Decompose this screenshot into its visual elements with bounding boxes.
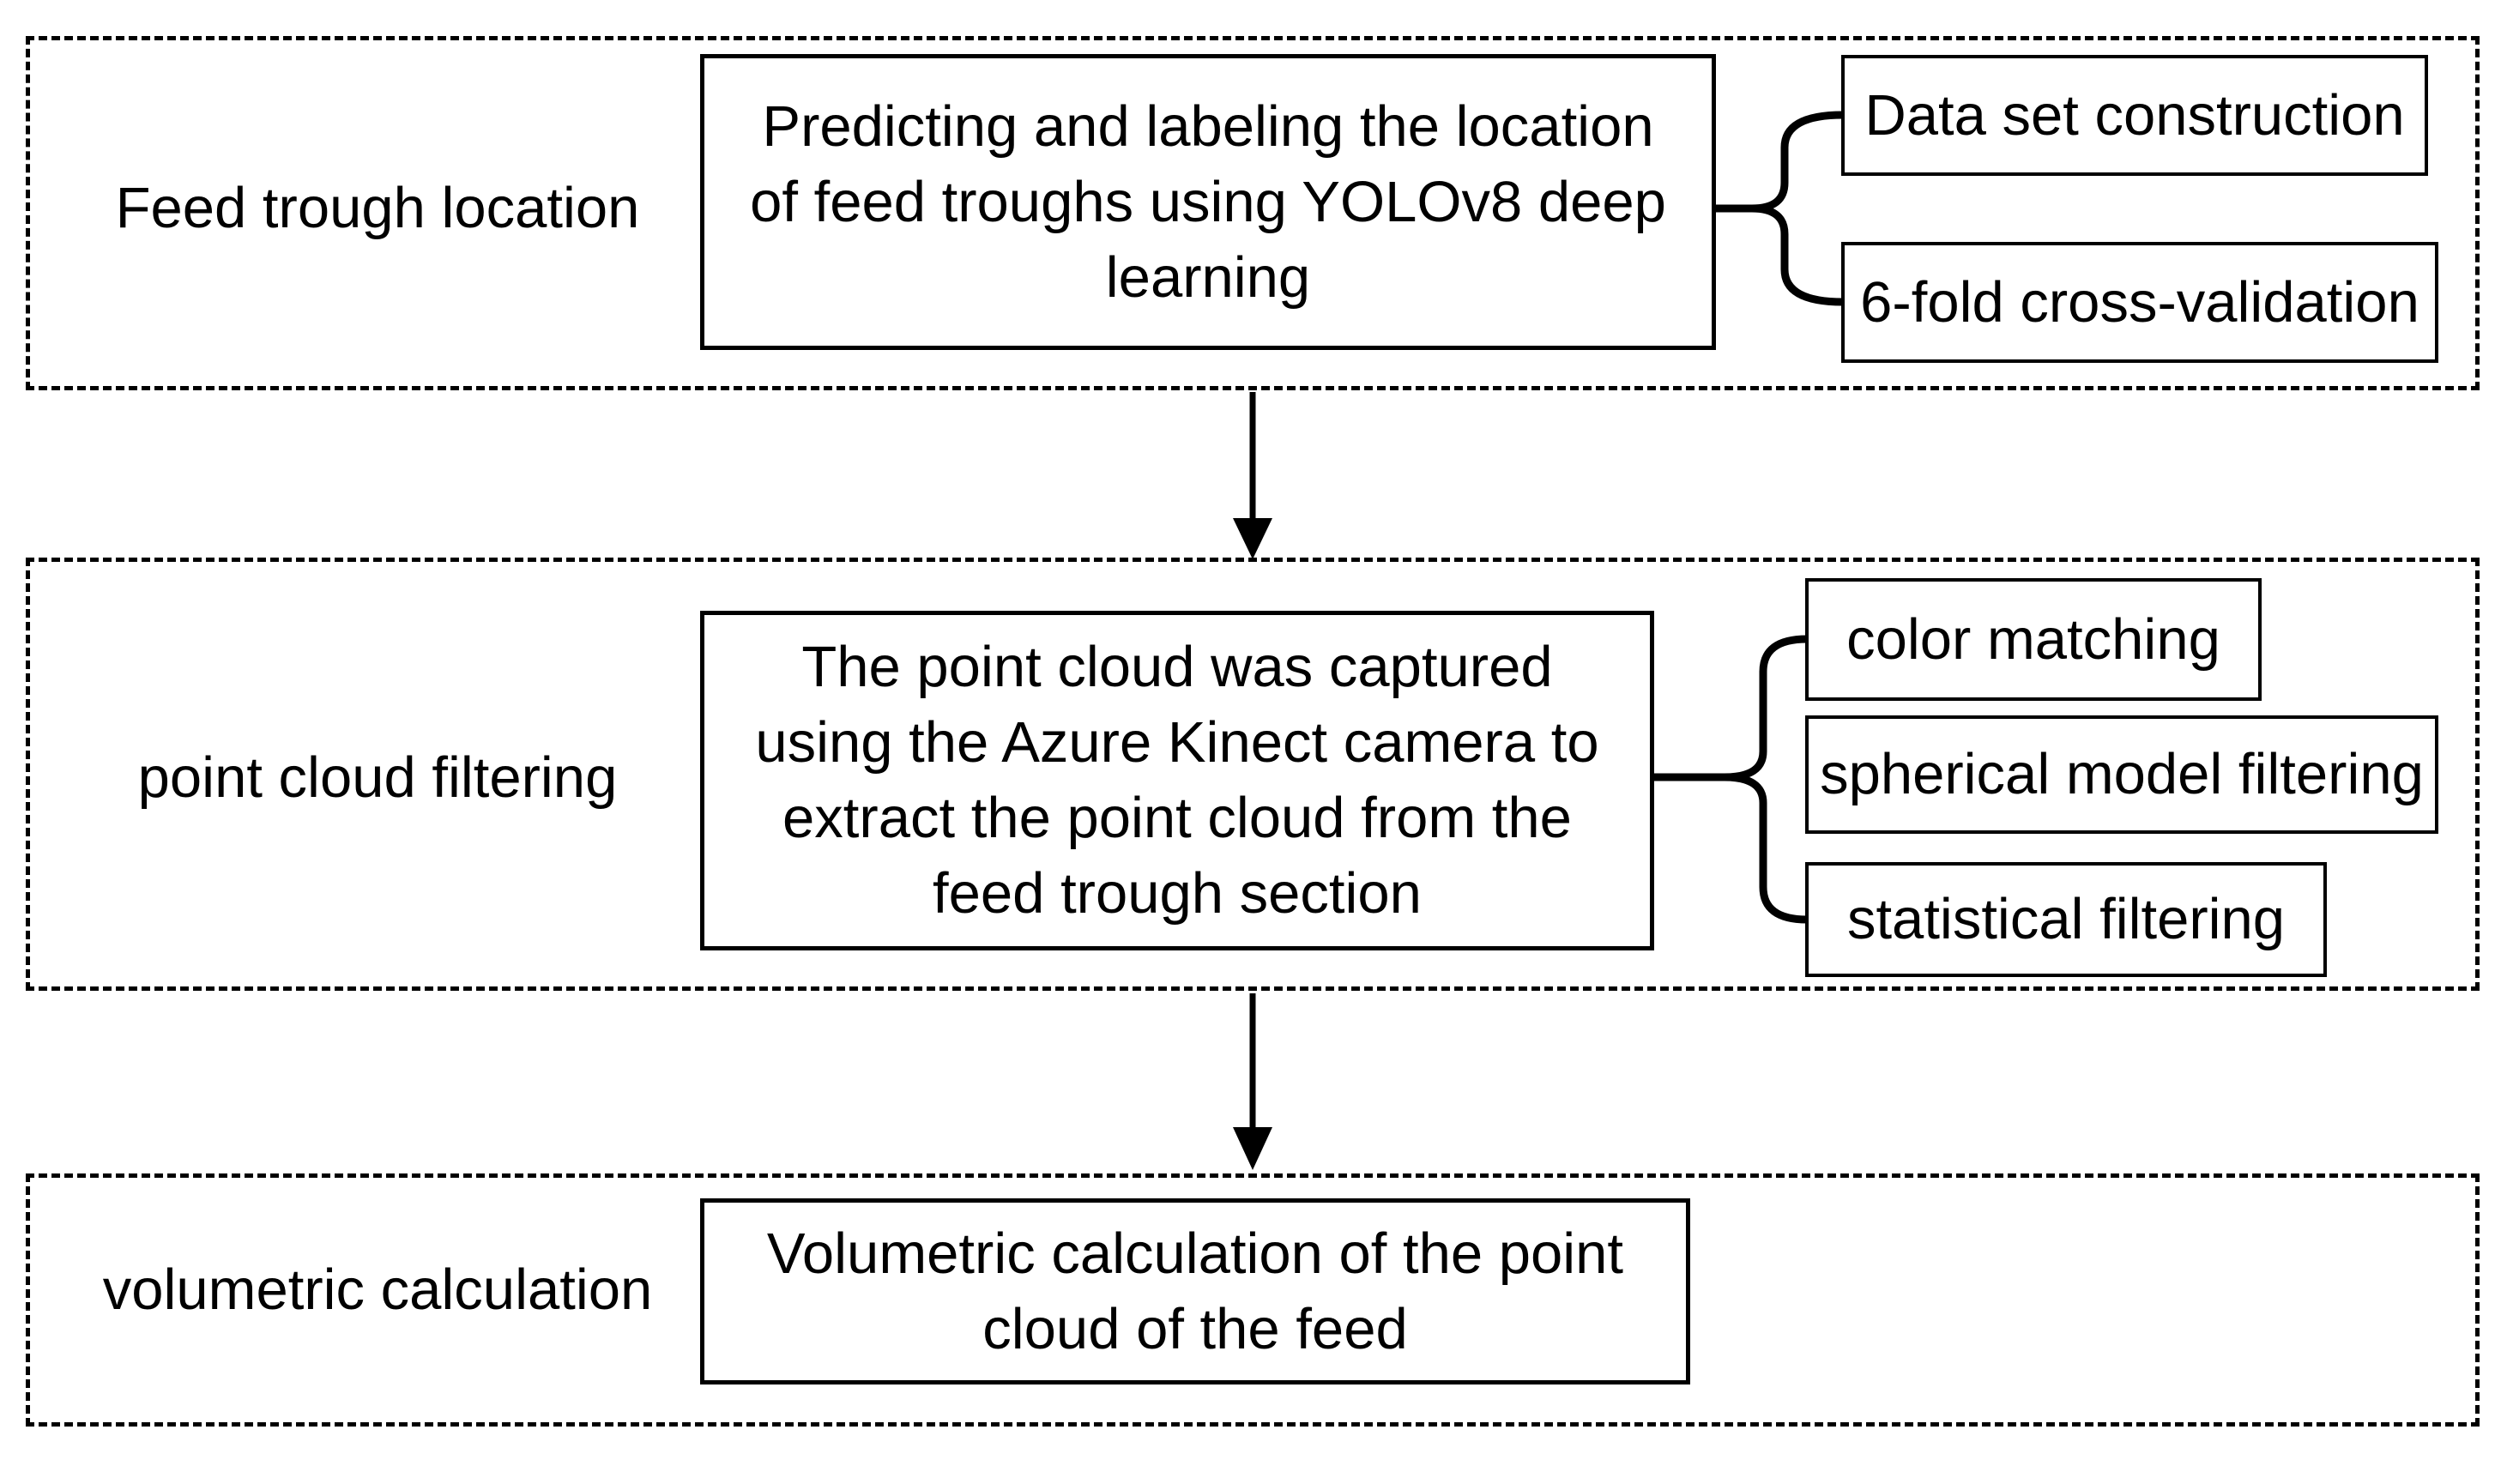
branch-box-label: spherical model filtering — [1820, 742, 2424, 806]
section-label-volumetric-calculation: volumetric calculation — [102, 1258, 653, 1322]
main-box-text-line: Volumetric calculation of the point — [766, 1221, 1624, 1286]
branch-box-label: color matching — [1846, 606, 2220, 672]
branch-box-label: 6-fold cross-validation — [1860, 269, 2419, 335]
branch-box-color-matching: color matching — [1805, 578, 2262, 701]
section-volumetric-calculation — [26, 1173, 2480, 1427]
main-box-azure-kinect-capture: The point cloud was captured using the A… — [700, 611, 1654, 950]
main-box-text-line: Predicting and labeling the location — [762, 94, 1654, 159]
section-feed-trough-location — [26, 36, 2480, 390]
main-box-text-line: learning — [1105, 244, 1311, 310]
branch-box-spherical-model-filtering: spherical model filtering — [1805, 715, 2438, 834]
branch-box-data-set-construction: Data set construction — [1841, 55, 2428, 176]
main-box-yolo-prediction: Predicting and labeling the location of … — [700, 54, 1716, 350]
branch-box-label: statistical filtering — [1846, 887, 2286, 951]
main-box-text-line: extract the point cloud from the — [782, 786, 1572, 850]
section-label-feed-trough-location: Feed trough location — [115, 176, 640, 240]
flow-arrow-1-head — [1233, 518, 1272, 559]
main-box-volumetric-calculation: Volumetric calculation of the point clou… — [700, 1198, 1690, 1384]
main-box-text-line: feed trough section — [933, 861, 1422, 926]
main-box-text-line: of feed troughs using YOLOv8 deep — [750, 169, 1666, 234]
branch-box-statistical-filtering: statistical filtering — [1805, 862, 2327, 977]
section-label-point-cloud-filtering: point cloud filtering — [137, 745, 618, 810]
flow-arrow-2-head — [1233, 1127, 1272, 1170]
branch-box-label: Data set construction — [1864, 82, 2405, 148]
branch-box-6-fold-cross-validation: 6-fold cross-validation — [1841, 242, 2438, 363]
main-box-text-line: The point cloud was captured — [801, 635, 1553, 699]
main-box-text-line: cloud of the feed — [982, 1296, 1408, 1361]
section-point-cloud-filtering — [26, 558, 2480, 991]
main-box-text-line: using the Azure Kinect camera to — [755, 710, 1599, 775]
